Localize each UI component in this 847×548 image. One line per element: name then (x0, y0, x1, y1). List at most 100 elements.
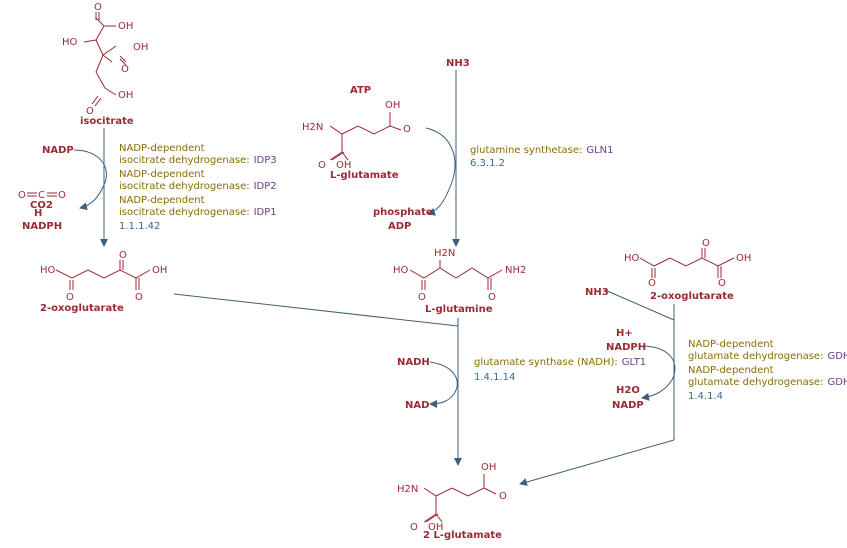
gene-link[interactable]: GLN1 (586, 145, 613, 156)
o-label: O (418, 292, 426, 303)
enzyme-name[interactable]: glutamate dehydrogenase: (688, 351, 823, 362)
ec-number-link[interactable]: 1.4.1.14 (474, 372, 515, 383)
nh2-label: NH2 (505, 265, 526, 276)
atp-label: ATP (350, 85, 371, 96)
h2n-label: H2N (397, 484, 418, 495)
enzyme-name[interactable]: glutamine synthetase: (470, 145, 582, 156)
oh-label: OH (428, 522, 443, 533)
h2n-label: H2N (434, 248, 455, 259)
gene-link[interactable]: IDP2 (254, 181, 277, 192)
o-label: O (410, 522, 418, 533)
enzyme-name[interactable]: isocitrate dehydrogenase: (119, 207, 250, 218)
ho-label: HO (62, 37, 78, 48)
oxoglutarate-structure: HO O O OH O (40, 250, 167, 303)
glt-enzyme-list: glutamate synthase (NADH): GLT1 1.4.1.14 (474, 357, 646, 383)
ho-label: HO (40, 265, 56, 276)
oh-label: OH (385, 100, 400, 111)
idp-cofactor-arrow (73, 149, 107, 211)
phosphate-label: phosphate (373, 207, 433, 218)
o-label: O (86, 106, 94, 117)
o-label: O (488, 292, 496, 303)
gene-link[interactable]: GLT1 (622, 357, 646, 368)
o-label: O (119, 250, 127, 261)
gene-link[interactable]: IDP3 (254, 155, 277, 166)
co2-label: CO2 (30, 200, 53, 211)
o-label: O (702, 238, 710, 249)
l-glutamine-label: L-glutamine (425, 304, 493, 315)
ec-number-link[interactable]: 1.4.1.4 (688, 391, 723, 402)
nh3-label: NH3 (446, 58, 470, 69)
svg-text:glutamate dehydrogenase:GDH3: glutamate dehydrogenase: GDH3 (688, 377, 847, 388)
ec-number-link[interactable]: 6.3.1.2 (470, 158, 505, 169)
gdh-cofactor-arrow (641, 345, 676, 401)
l-glutamate-label: L-glutamate (330, 170, 399, 181)
l-glutamine-structure: H2N HO O NH2 O (393, 248, 526, 303)
enzyme-name[interactable]: NADP-dependent (119, 143, 205, 154)
h-label: H (34, 208, 42, 219)
nadph-label: NADPH (606, 342, 646, 353)
two-l-glutamate-label: 2 L-glutamate (423, 530, 502, 541)
svg-text:C: C (38, 190, 45, 201)
o-label: O (499, 491, 507, 502)
svg-text:glutamine synthetase:GLN1: glutamine synthetase: GLN1 (470, 145, 614, 156)
enzyme-name[interactable]: NADP-dependent (119, 169, 205, 180)
o-label: O (18, 190, 26, 201)
ho-label: HO (624, 253, 640, 264)
o-label: O (318, 160, 326, 171)
enzyme-name[interactable]: glutamate synthase (NADH): (474, 357, 618, 368)
enzyme-name[interactable]: isocitrate dehydrogenase: (119, 155, 250, 166)
h2o-label: H2O (616, 385, 640, 396)
ho-label: HO (393, 265, 409, 276)
oxoglutarate-label: 2-oxoglutarate (40, 303, 124, 314)
ec-number-link[interactable]: 1.1.1.42 (119, 221, 160, 232)
nadph-label: NADPH (22, 221, 62, 232)
isocitrate-label: isocitrate (80, 116, 134, 127)
oh-label: OH (481, 462, 496, 473)
nadh-label: NADH (397, 357, 430, 368)
h-plus-label: H+ (616, 328, 633, 339)
svg-text:glutamate synthase (NADH):GLT1: glutamate synthase (NADH): GLT1 (474, 357, 646, 368)
nadp-label: NADP (42, 145, 74, 156)
gln-cofactor-arrow (425, 127, 456, 216)
oh-label: OH (336, 160, 351, 171)
oxoglutarate-right-structure: HO O O OH O (624, 238, 751, 289)
gln-enzyme-list: glutamine synthetase: GLN1 6.3.1.2 (470, 145, 614, 169)
nad-label: NAD (405, 400, 429, 411)
oh-label: OH (736, 253, 751, 264)
glt-cofactor-arrow (429, 361, 458, 408)
o-label: O (135, 292, 143, 303)
o-label: O (718, 278, 726, 289)
nh3-to-gdh-line (604, 289, 675, 321)
o-label: O (403, 124, 411, 135)
enzyme-name[interactable]: NADP-dependent (688, 339, 774, 350)
idp-enzyme-list: NADP-dependent isocitrate dehydrogenase:… (119, 143, 277, 232)
svg-text:isocitrate dehydrogenase:IDP2: isocitrate dehydrogenase: IDP2 (119, 181, 277, 192)
oxoglutarate-label: 2-oxoglutarate (650, 291, 734, 302)
nadp-label: NADP (612, 400, 644, 411)
enzyme-name[interactable]: NADP-dependent (688, 365, 774, 376)
oh-label: OH (152, 265, 167, 276)
co2-structure: O C O (18, 190, 66, 201)
gdh-to-product-arrow (519, 439, 675, 486)
o-label: O (94, 2, 102, 13)
enzyme-name[interactable]: isocitrate dehydrogenase: (119, 181, 250, 192)
o-label: O (121, 64, 129, 75)
adp-label: ADP (388, 221, 411, 232)
l-glutamate-structure: H2N OH O O OH (302, 100, 411, 171)
svg-text:isocitrate dehydrogenase:IDP3: isocitrate dehydrogenase: IDP3 (119, 155, 277, 166)
gene-link[interactable]: GDH3 (827, 377, 847, 388)
oh-label: OH (118, 21, 133, 32)
enzyme-name[interactable]: NADP-dependent (119, 195, 205, 206)
isocitrate-structure: O OH HO OH O OH O (62, 2, 148, 117)
product-glutamate-structure: H2N OH O O OH (397, 462, 507, 533)
oh-label: OH (118, 90, 133, 101)
svg-text:isocitrate dehydrogenase:IDP1: isocitrate dehydrogenase: IDP1 (119, 207, 277, 218)
enzyme-name[interactable]: glutamate dehydrogenase: (688, 377, 823, 388)
oxoglutarate-to-glt-line (173, 293, 459, 327)
h2n-label: H2N (302, 122, 323, 133)
oh-label: OH (133, 42, 148, 53)
gene-link[interactable]: IDP1 (254, 207, 277, 218)
